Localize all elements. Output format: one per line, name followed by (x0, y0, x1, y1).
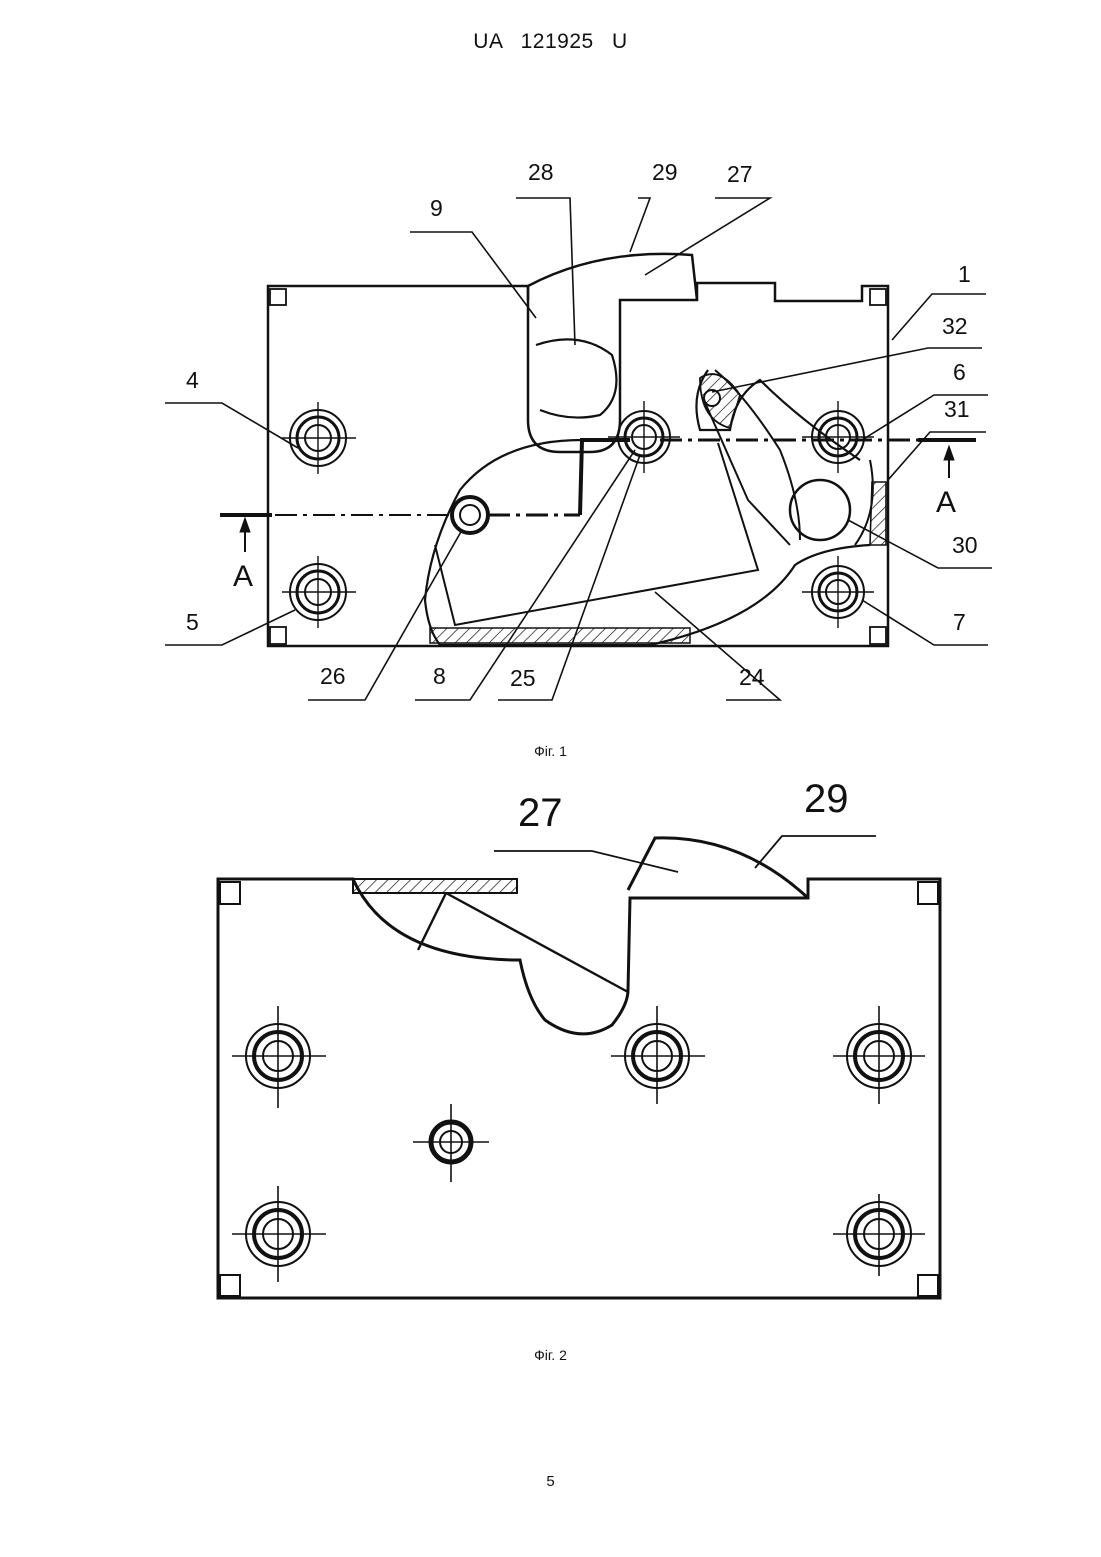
fig2-label-29: 29 (804, 777, 849, 821)
fig1-label-26: 26 (320, 663, 346, 689)
fig1-section-label-left: A (233, 560, 253, 593)
fig1-label-7: 7 (953, 609, 966, 635)
fig1-label-28: 28 (528, 159, 554, 185)
fig1-label-29: 29 (652, 159, 678, 185)
fig1-label-30: 30 (952, 532, 978, 558)
fig2-housing-outline (218, 879, 940, 1298)
fig1-pawl-25 (435, 443, 758, 625)
fig1-bolt-7 (802, 556, 874, 628)
fig1-hatched-strip (430, 628, 690, 643)
fig1-label-32: 32 (942, 313, 968, 339)
figure-2: 27 29 (218, 777, 940, 1298)
fig1-label-5: 5 (186, 609, 199, 635)
fig2-bolt-top-left (232, 1006, 326, 1108)
fig2-leader-lines (494, 836, 876, 872)
figure-1-caption: Фіг. 1 (0, 743, 1101, 759)
fig1-bolt-5 (282, 556, 356, 628)
fig1-bolt-6 (802, 401, 874, 473)
fig1-rotor-24 (425, 440, 870, 645)
fig2-bolt-bottom-right (833, 1194, 925, 1276)
fig1-label-9: 9 (430, 195, 443, 221)
fig2-hatched-plate (353, 879, 517, 893)
fig2-bolt-bottom-left (232, 1186, 326, 1282)
fig1-label-1: 1 (958, 261, 971, 287)
figure-1: 1 4 5 6 7 8 9 24 25 26 27 28 29 30 31 32… (165, 159, 992, 700)
fig1-roller-30 (790, 480, 850, 540)
fig1-latch-9 (536, 339, 616, 417)
fig1-label-4: 4 (186, 367, 199, 393)
fig1-label-24: 24 (739, 664, 765, 690)
fig1-pin-26 (452, 497, 488, 533)
fig2-bolt-top-center (611, 1006, 705, 1104)
fig1-label-25: 25 (510, 665, 536, 691)
fig1-section-line (220, 440, 976, 552)
fig2-label-27: 27 (518, 791, 563, 835)
fig1-leader-lines (165, 198, 992, 700)
fig1-label-6: 6 (953, 359, 966, 385)
fig1-bolt-4 (282, 402, 356, 474)
fig1-label-27: 27 (727, 161, 753, 187)
fig2-pin (413, 1104, 489, 1182)
fig1-lever-27 (528, 254, 697, 300)
fig1-label-8: 8 (433, 663, 446, 689)
fig2-bolt-top-right (833, 1006, 925, 1104)
figure-2-caption: Фіг. 2 (0, 1347, 1101, 1363)
fig1-housing-outline (268, 283, 888, 646)
fig2-lever-27 (628, 838, 808, 898)
fig1-label-31: 31 (944, 396, 970, 422)
page-number: 5 (0, 1473, 1101, 1490)
fig1-section-label-right: A (936, 486, 956, 519)
